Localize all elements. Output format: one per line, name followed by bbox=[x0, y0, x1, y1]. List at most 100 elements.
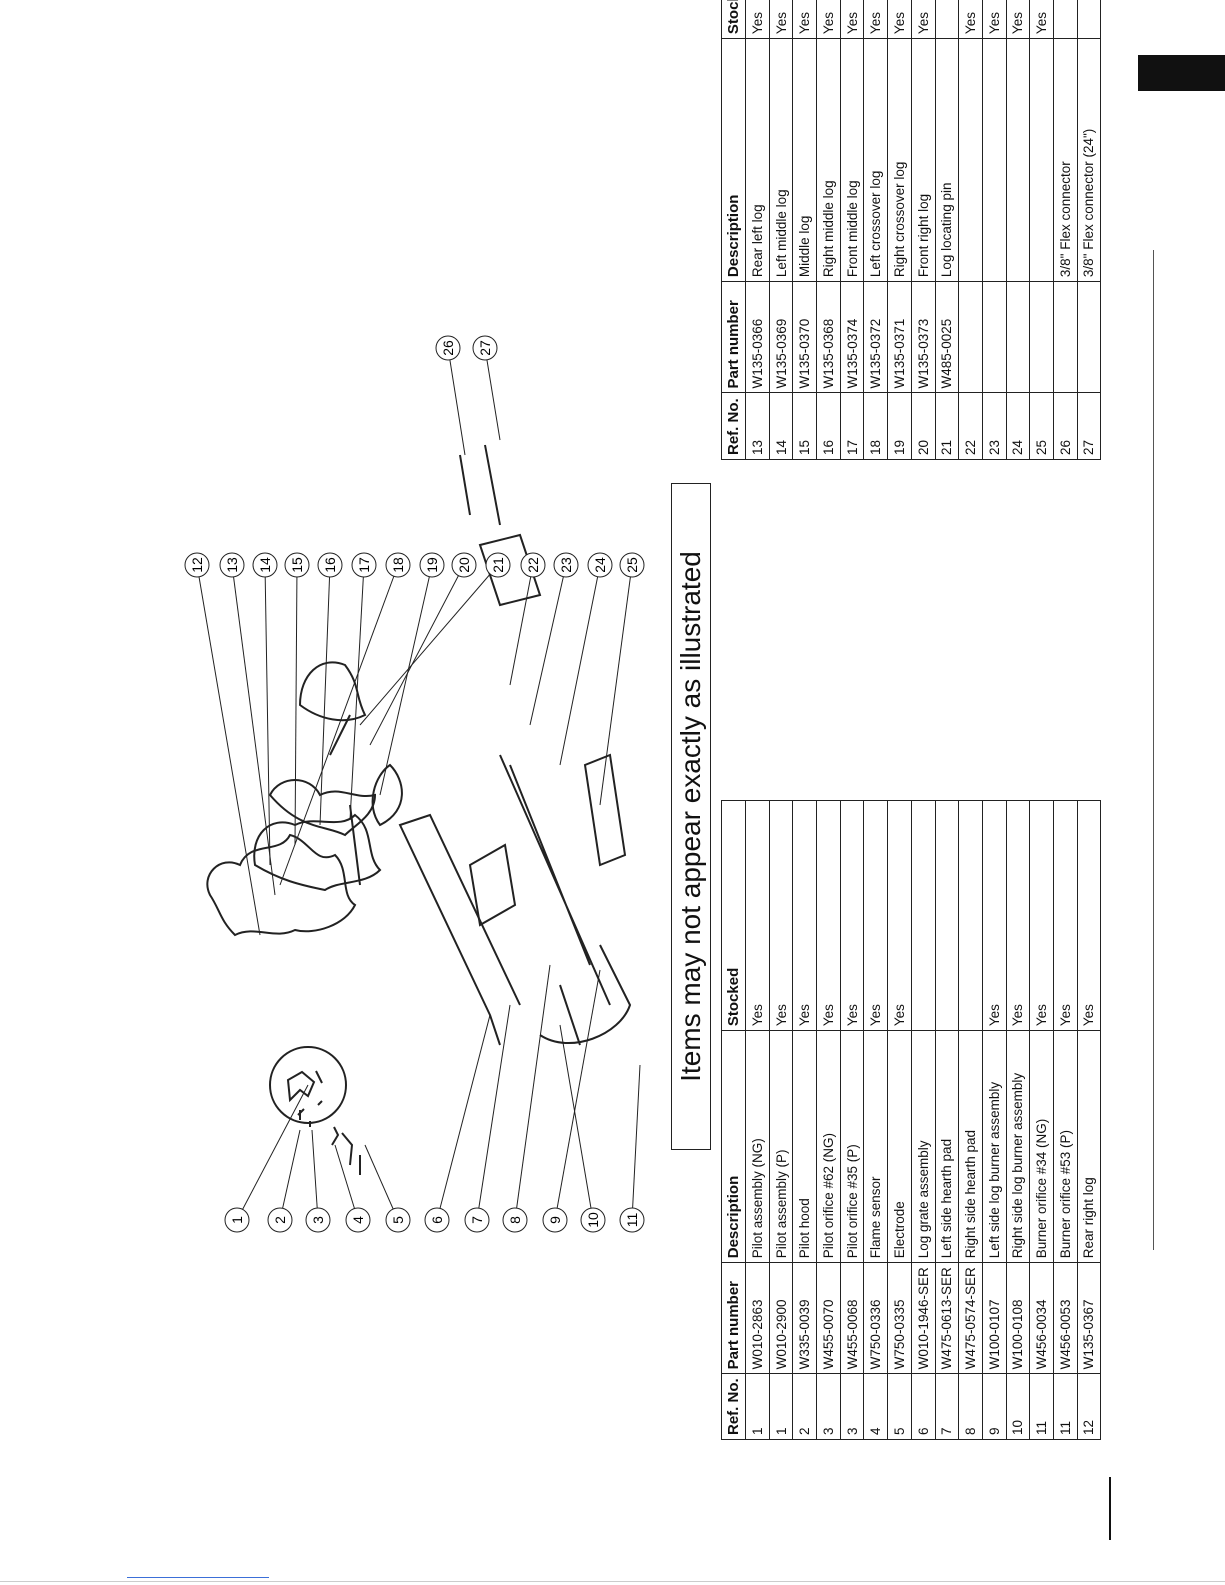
cell-part-number: W456-0034 bbox=[1029, 1262, 1054, 1374]
callout-13-circle bbox=[219, 552, 245, 578]
cell-ref: 21 bbox=[935, 393, 959, 460]
callout-25-circle bbox=[619, 552, 645, 578]
callout-11-circle bbox=[619, 1207, 645, 1233]
callout-3: 3 bbox=[310, 1216, 326, 1224]
cell-description: 3/8" Flex connector bbox=[1053, 38, 1078, 282]
header-ref-no: Ref. No. bbox=[721, 1373, 746, 1440]
cell-description: Burner orifice #34 (NG) bbox=[1029, 1030, 1054, 1263]
flex-connector-shape bbox=[459, 444, 501, 526]
cell-ref: 24 bbox=[1006, 393, 1030, 460]
log-middle-shape bbox=[268, 779, 377, 837]
cell-part-number: W455-0068 bbox=[840, 1262, 864, 1374]
cell-stocked bbox=[1053, 0, 1078, 39]
cell-description: Electrode bbox=[887, 1030, 912, 1263]
cell-part-number: W475-0574-SER bbox=[958, 1262, 983, 1374]
cell-description: Left side hearth pad bbox=[935, 1030, 959, 1263]
cell-stocked: Yes bbox=[1029, 0, 1054, 39]
cell-ref: 4 bbox=[863, 1373, 888, 1440]
cell-ref: 1 bbox=[745, 1373, 770, 1440]
callout-1: 1 bbox=[229, 1216, 245, 1224]
cell-part-number bbox=[1029, 281, 1054, 393]
cell-description: Right side hearth pad bbox=[958, 1030, 983, 1263]
header-stocked: Stocked bbox=[721, 0, 746, 39]
callout-24: 24 bbox=[592, 557, 608, 573]
header-description: Description bbox=[721, 1030, 746, 1263]
cell-stocked: Yes bbox=[840, 0, 864, 39]
cell-stocked: Yes bbox=[887, 800, 912, 1031]
cell-description: Pilot hood bbox=[792, 1030, 817, 1263]
cell-stocked bbox=[935, 800, 959, 1031]
left-side-hearth-pad-shape bbox=[468, 843, 517, 927]
cell-stocked bbox=[958, 800, 983, 1031]
cell-ref: 18 bbox=[863, 393, 888, 460]
callout-12: 12 bbox=[189, 557, 205, 573]
callout-6: 6 bbox=[429, 1216, 445, 1224]
callout-10: 10 bbox=[585, 1212, 601, 1228]
section-tab-marker bbox=[1138, 55, 1225, 91]
cell-stocked: Yes bbox=[958, 0, 983, 39]
cell-ref: 9 bbox=[982, 1373, 1007, 1440]
log-right-middle-shape bbox=[298, 661, 367, 722]
cell-ref: 16 bbox=[816, 393, 841, 460]
cell-description: 3/8" Flex connector (24") bbox=[1077, 38, 1101, 282]
log-crossover-shape bbox=[329, 714, 361, 886]
cell-part-number: W010-1946-SER bbox=[911, 1262, 935, 1374]
cell-ref: 20 bbox=[911, 393, 935, 460]
cell-stocked bbox=[935, 0, 959, 39]
cell-description: Burner orifice #53 (P) bbox=[1053, 1030, 1078, 1263]
cell-stocked: Yes bbox=[792, 0, 817, 39]
cell-description: Left side log burner assembly bbox=[982, 1030, 1007, 1263]
cell-part-number: W135-0369 bbox=[769, 281, 793, 393]
cell-ref: 6 bbox=[911, 1373, 935, 1440]
cell-part-number: W135-0372 bbox=[863, 281, 888, 393]
cell-stocked: Yes bbox=[1029, 800, 1054, 1031]
cell-part-number bbox=[1077, 281, 1101, 393]
cell-stocked: Yes bbox=[863, 0, 888, 39]
callout-5-circle bbox=[385, 1207, 411, 1233]
callout-16-circle bbox=[317, 552, 343, 578]
cell-description: Front middle log bbox=[840, 38, 864, 282]
callout-19-circle bbox=[419, 552, 445, 578]
cell-stocked: Yes bbox=[1077, 800, 1101, 1031]
cell-stocked: Yes bbox=[816, 800, 841, 1031]
cell-stocked: Yes bbox=[769, 0, 793, 39]
cell-part-number: W135-0374 bbox=[840, 281, 864, 393]
cell-ref: 3 bbox=[840, 1373, 864, 1440]
cell-description: Middle log bbox=[792, 38, 817, 282]
cell-part-number: W010-2863 bbox=[745, 1262, 770, 1374]
callout-18: 18 bbox=[390, 557, 406, 573]
cell-ref: 23 bbox=[982, 393, 1007, 460]
callout-26: 26 bbox=[440, 340, 456, 356]
callout-14-circle bbox=[252, 552, 278, 578]
callout-5: 5 bbox=[390, 1216, 406, 1224]
callout-21: 21 bbox=[490, 557, 506, 573]
side-rule bbox=[1153, 250, 1154, 1250]
callout-2: 2 bbox=[272, 1216, 288, 1224]
cell-ref: 1 bbox=[769, 1373, 793, 1440]
cell-part-number: W750-0335 bbox=[887, 1262, 912, 1374]
cell-description: Pilot assembly (NG) bbox=[745, 1030, 770, 1263]
cell-ref: 11 bbox=[1053, 1373, 1078, 1440]
cell-ref: 22 bbox=[958, 393, 983, 460]
cell-ref: 12 bbox=[1077, 1373, 1101, 1440]
cell-stocked: Yes bbox=[745, 800, 770, 1031]
cell-stocked: Yes bbox=[982, 800, 1007, 1031]
callout-8: 8 bbox=[507, 1216, 523, 1224]
cell-description: Right crossover log bbox=[887, 38, 912, 282]
cell-part-number bbox=[982, 281, 1007, 393]
